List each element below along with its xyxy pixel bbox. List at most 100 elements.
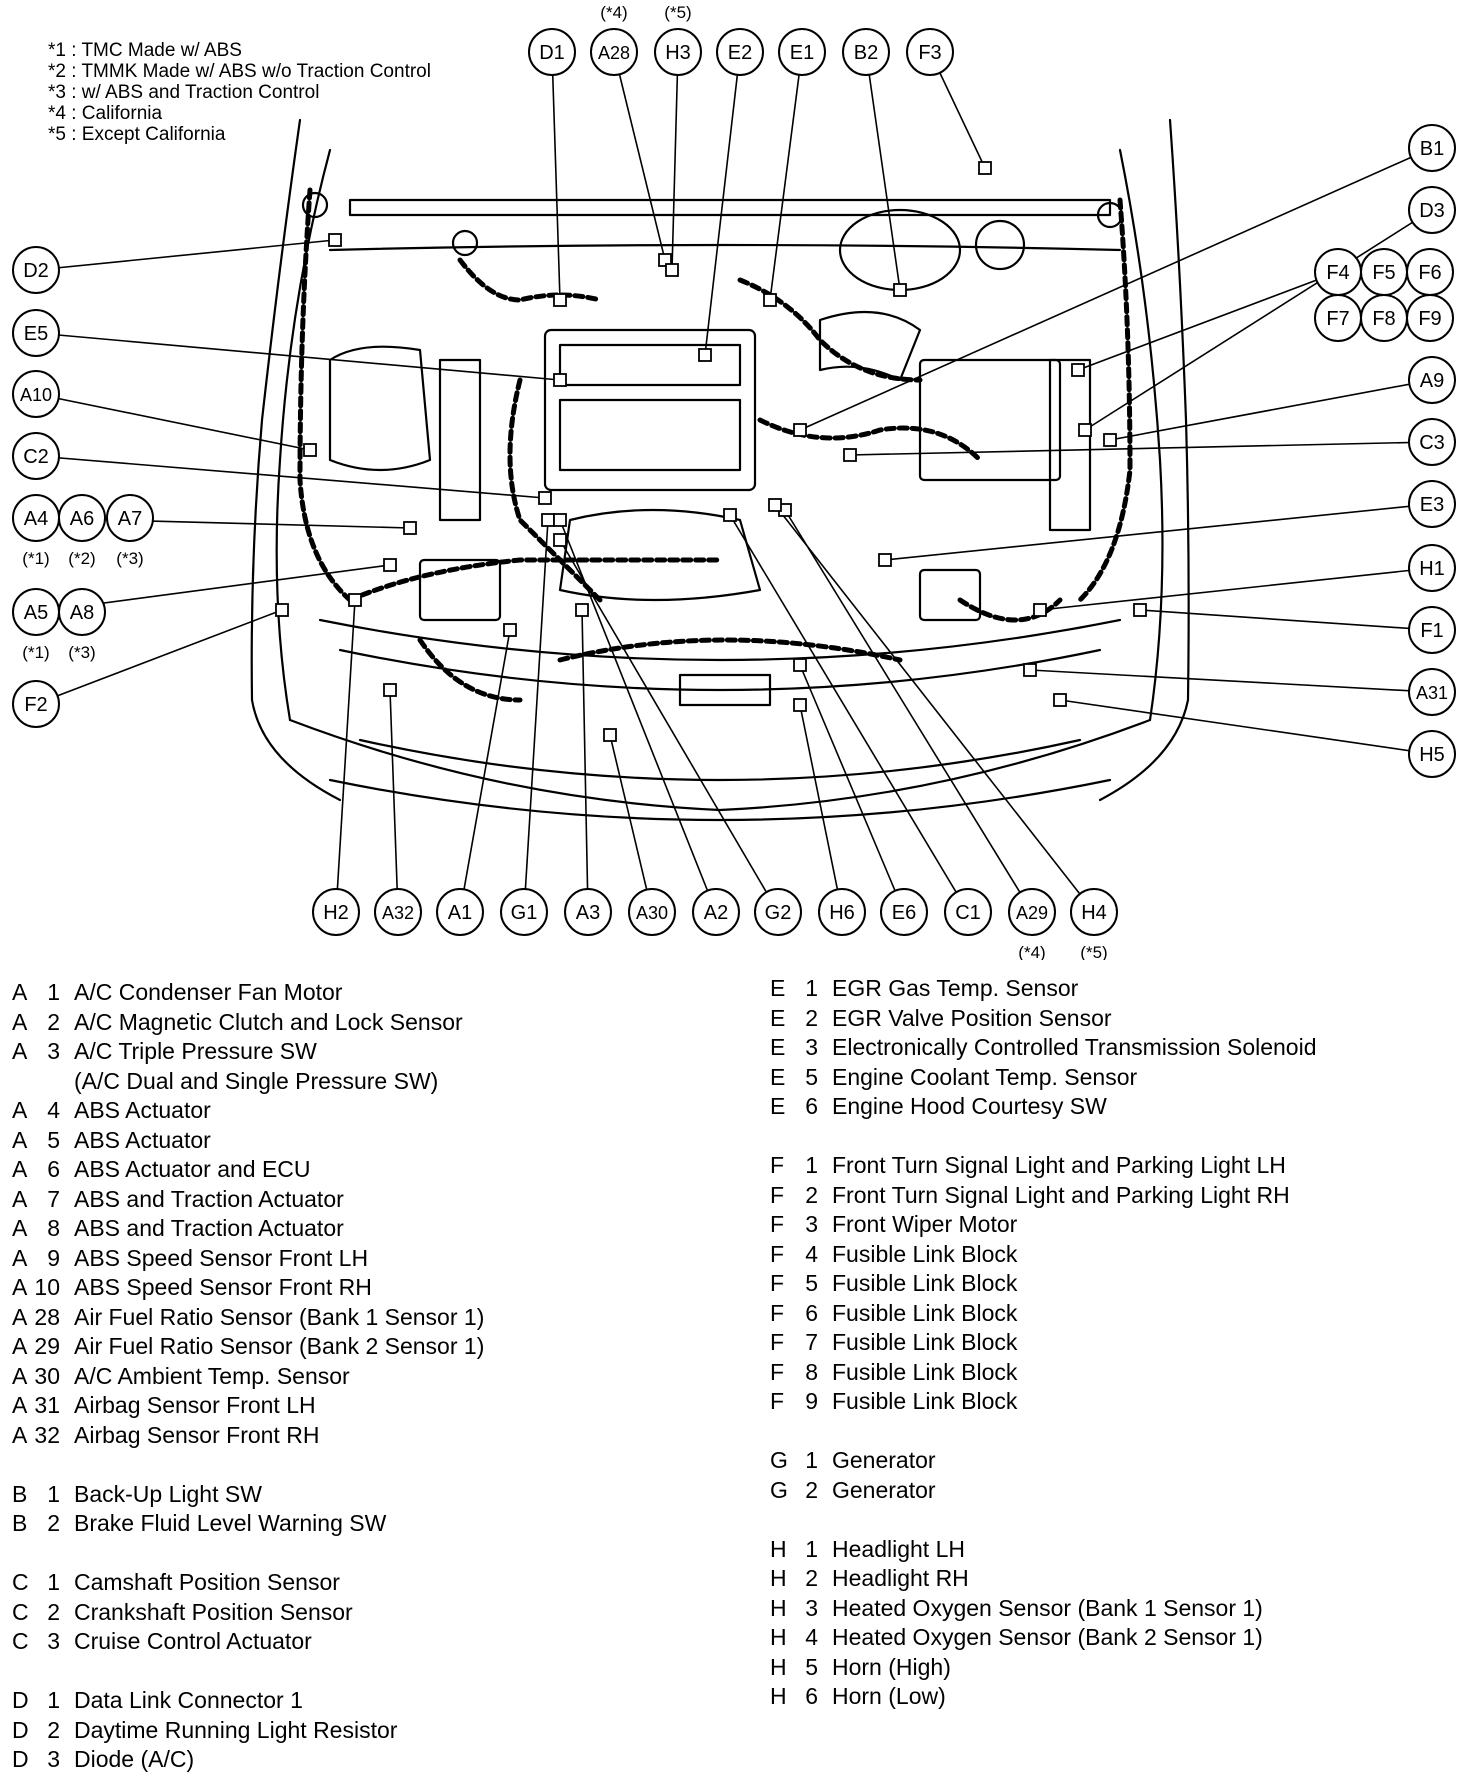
leader-line xyxy=(581,609,589,913)
legend-number: 2 xyxy=(805,1476,818,1503)
callout-c3: C3 xyxy=(1408,418,1456,466)
footnote: *1 : TMC Made w/ ABS xyxy=(48,40,242,61)
legend-number: 1 xyxy=(805,975,818,1001)
legend-number: 28 xyxy=(34,1303,60,1330)
connector-marker xyxy=(843,448,857,462)
legend-description: Fusible Link Block xyxy=(832,1329,1018,1355)
connector-marker xyxy=(723,508,737,522)
legend-letter: H xyxy=(770,1624,787,1650)
legend-gap xyxy=(770,1122,1317,1152)
leader-line xyxy=(1039,567,1433,611)
leader-line xyxy=(559,539,779,913)
leader-line xyxy=(551,51,561,301)
legend-description: EGR Gas Temp. Sensor xyxy=(832,975,1079,1001)
legend-number: 2 xyxy=(47,1716,60,1743)
legend-letter: A xyxy=(12,1185,28,1212)
footnote: *5 : Except California xyxy=(48,124,226,145)
callout-circle xyxy=(564,888,612,936)
legend-number: 3 xyxy=(805,1594,818,1621)
leader-line xyxy=(389,689,399,913)
connector-marker xyxy=(763,293,777,307)
callout-label: F2 xyxy=(24,694,47,716)
connector-marker xyxy=(1078,423,1092,437)
legend-number: 7 xyxy=(805,1329,818,1355)
callout-a3: A3 xyxy=(564,888,612,936)
connector-marker xyxy=(1023,663,1037,677)
callout-c1: C1 xyxy=(944,888,992,936)
callout-a6: A6(*2) xyxy=(58,494,106,568)
legend-number: 7 xyxy=(47,1185,60,1212)
leader-line xyxy=(704,51,741,356)
callout-circle xyxy=(1008,888,1056,936)
connector-marker xyxy=(1071,363,1085,377)
callout-e6: E6 xyxy=(880,888,928,936)
callout-label: A28 xyxy=(598,43,630,63)
legend-number: 31 xyxy=(34,1392,60,1418)
callout-circle xyxy=(1408,668,1456,716)
legend-description: A/C Triple Pressure SW xyxy=(74,1038,317,1064)
legend-letter: A xyxy=(12,1421,28,1448)
legend-letter: F xyxy=(770,1358,785,1385)
legend-letter: A xyxy=(12,1097,28,1123)
callout-c2: C2 xyxy=(12,432,60,480)
callout-circle xyxy=(106,494,154,542)
legend-letter: F xyxy=(770,1152,785,1178)
callout-label: A8 xyxy=(70,602,94,624)
legend-number: 9 xyxy=(47,1244,60,1271)
legend-letter: D xyxy=(12,1687,29,1713)
legend-description: Electronically Controlled Transmission S… xyxy=(832,1034,1317,1060)
connector-marker xyxy=(383,683,397,697)
callout-label: C3 xyxy=(1419,432,1445,454)
callout-circle xyxy=(716,28,764,76)
leader-line xyxy=(1109,379,1433,441)
callout-circle xyxy=(1408,544,1456,592)
legend-number: 5 xyxy=(805,1270,818,1296)
connector-marker xyxy=(383,558,397,572)
legend-number: 2 xyxy=(805,1565,818,1591)
legend-letter: D xyxy=(12,1746,29,1772)
callout-note: (*1) xyxy=(22,549,49,568)
legend-description: Daytime Running Light Resistor xyxy=(74,1716,398,1743)
callout-label: F5 xyxy=(1372,262,1395,284)
legend-letter: F xyxy=(770,1299,785,1326)
legend-description: ABS and Traction Actuator xyxy=(74,1185,344,1212)
legend-description: EGR Valve Position Sensor xyxy=(832,1004,1112,1031)
leader-line xyxy=(849,441,1433,456)
leader-line xyxy=(799,664,905,913)
callout-a2: A2 xyxy=(692,888,740,936)
legend-number: 2 xyxy=(47,1008,60,1035)
callout-circle xyxy=(12,309,60,357)
legend-letter: F xyxy=(770,1270,785,1296)
footnote: *2 : TMMK Made w/ ABS w/o Traction Contr… xyxy=(48,61,431,82)
legend-number: 4 xyxy=(805,1240,818,1267)
legend-description: Data Link Connector 1 xyxy=(74,1687,303,1713)
callout-circle xyxy=(58,494,106,542)
callout-label: G2 xyxy=(765,902,792,924)
callout-circle xyxy=(1070,888,1118,936)
connector-markers xyxy=(275,161,1147,742)
callout-circle xyxy=(58,588,106,636)
callout-a4: A4(*1) xyxy=(12,494,60,568)
callout-g1: G1 xyxy=(500,888,548,936)
callout-note: (*1) xyxy=(22,643,49,662)
